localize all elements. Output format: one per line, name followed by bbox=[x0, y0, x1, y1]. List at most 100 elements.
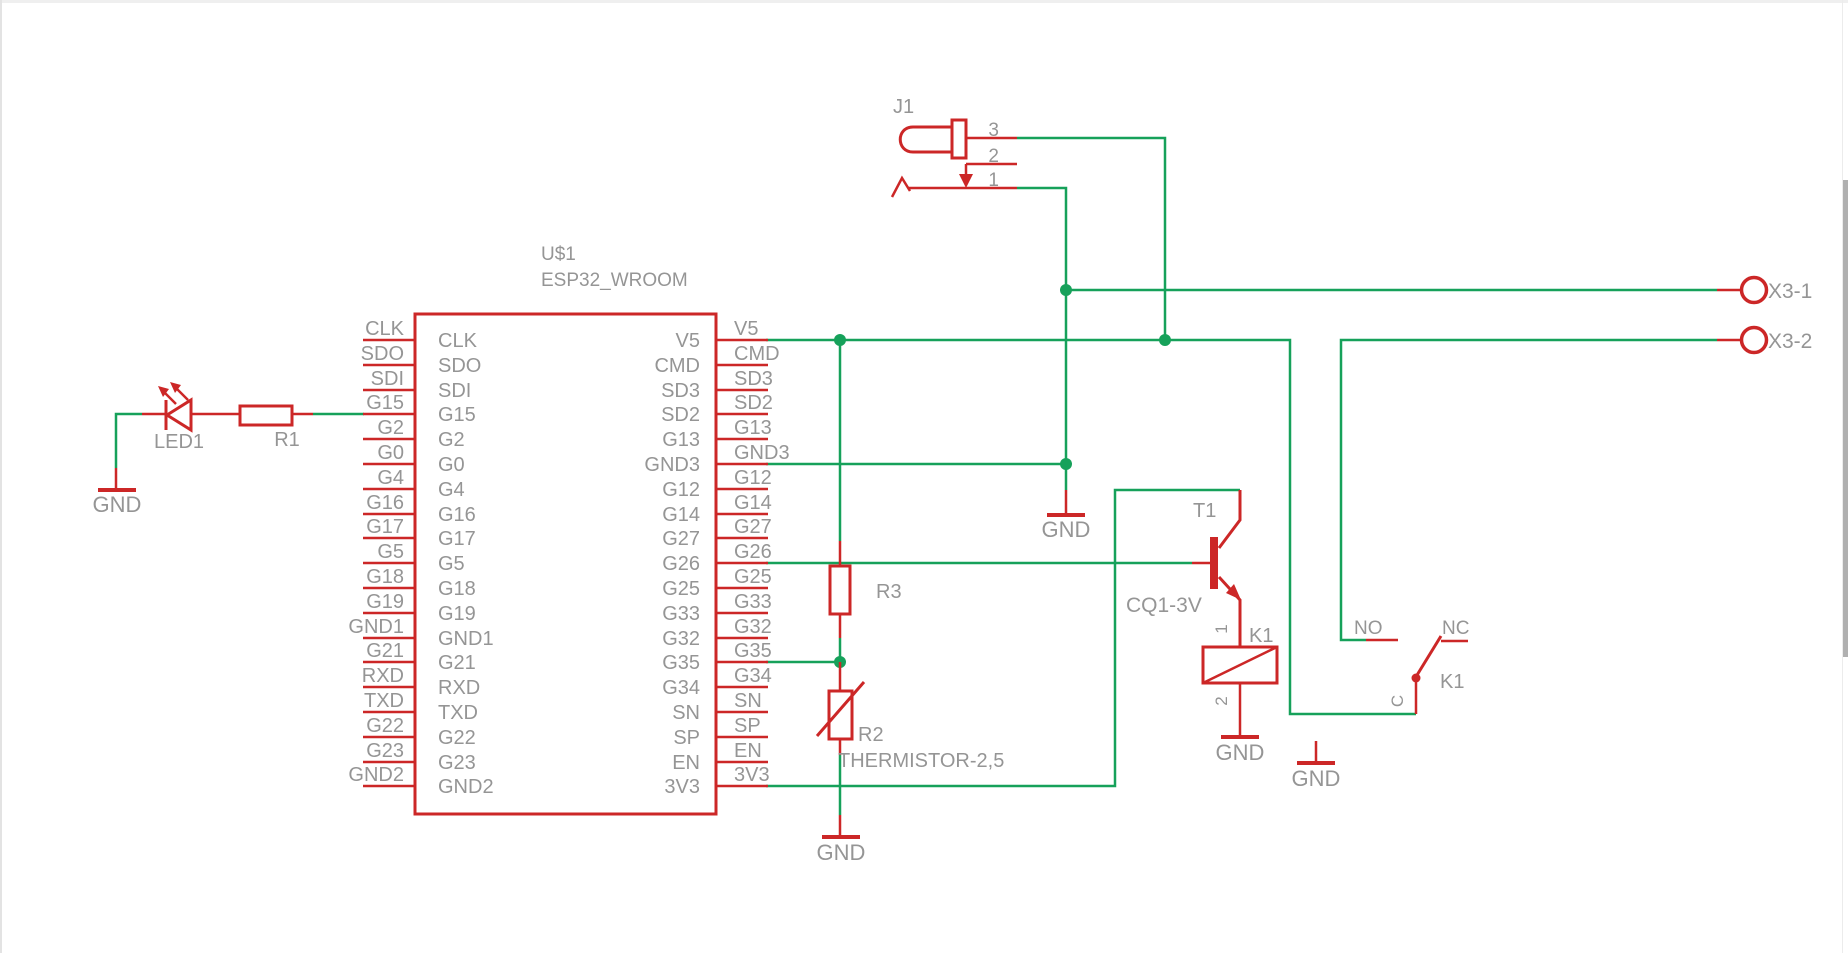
j1-spring-contact-icon bbox=[890, 175, 912, 198]
t1-collector bbox=[1217, 490, 1242, 549]
ic-body[interactable] bbox=[413, 312, 718, 816]
switch-lever bbox=[1412, 635, 1443, 681]
ic-pin-name-V5: V5 bbox=[676, 330, 700, 352]
j1-switch-arrow-icon bbox=[959, 174, 973, 188]
led1-symbol[interactable] bbox=[142, 382, 240, 433]
t1-base-bar bbox=[1210, 537, 1218, 589]
ic-pin-name-GND1: GND1 bbox=[438, 628, 494, 650]
ic-pin-name-G17: G17 bbox=[438, 528, 476, 550]
ic-pin-name-G5: G5 bbox=[438, 553, 465, 575]
ic-pin-name-G35: G35 bbox=[662, 652, 700, 674]
ic-pin-name-G15: G15 bbox=[438, 404, 476, 426]
vertical-scrollbar[interactable] bbox=[1842, 0, 1848, 953]
gnd-label-thermistor: GND bbox=[817, 840, 866, 865]
ic-ref-label: U$1 bbox=[541, 244, 576, 265]
r1-ref-label: R1 bbox=[274, 429, 300, 451]
ic-pin-label-G35: G35 bbox=[734, 640, 772, 662]
ic-pin-name-SP: SP bbox=[673, 727, 700, 749]
j1-pin2-label: 2 bbox=[988, 146, 999, 167]
j1-symbol[interactable] bbox=[890, 118, 1017, 198]
ic-pin-label-RXD: RXD bbox=[362, 665, 404, 687]
r2-diagonal-stroke-icon bbox=[815, 681, 866, 737]
jack-pin-block bbox=[950, 118, 968, 160]
ic-pin-label-G32: G32 bbox=[734, 616, 772, 638]
wire-j1pin3-to-v5[interactable] bbox=[1017, 136, 1167, 340]
ic-pin-label-V5: V5 bbox=[734, 318, 758, 340]
k1-contact-symbol[interactable] bbox=[1366, 635, 1468, 714]
led1-ref-label: LED1 bbox=[154, 431, 204, 453]
scrollbar-thumb[interactable] bbox=[1843, 180, 1848, 657]
ic-pin-label-G26: G26 bbox=[734, 541, 772, 563]
ic-pin-label-3V3: 3V3 bbox=[734, 764, 770, 786]
junction-v5-j1pin3 bbox=[1159, 334, 1171, 346]
x3-1-terminal[interactable] bbox=[1717, 275, 1769, 305]
x3-2-terminal[interactable] bbox=[1717, 325, 1769, 355]
led-triangle-icon bbox=[164, 397, 193, 433]
ic-pin-label-SD3: SD3 bbox=[734, 368, 773, 390]
k1-coil-symbol[interactable] bbox=[1201, 645, 1279, 736]
net-wires bbox=[114, 136, 1717, 815]
gnd-symbol-jack[interactable] bbox=[1047, 490, 1085, 517]
r2-ref-label: R2 bbox=[858, 724, 884, 746]
ic-pin-name-G22: G22 bbox=[438, 727, 476, 749]
switch-common-label: C bbox=[1388, 695, 1407, 707]
ic-pin-name-G25: G25 bbox=[662, 578, 700, 600]
ic-pin-label-SDO: SDO bbox=[361, 343, 404, 365]
r3-symbol[interactable] bbox=[828, 541, 852, 638]
ic-pin-label-G18: G18 bbox=[366, 566, 404, 588]
j1-ref-label: J1 bbox=[893, 96, 914, 118]
ic-pin-name-GND2: GND2 bbox=[438, 776, 494, 798]
ic-pin-name-G18: G18 bbox=[438, 578, 476, 600]
k1-coil-ref-label: K1 bbox=[1249, 625, 1273, 647]
ic-pin-name-CLK: CLK bbox=[438, 330, 478, 352]
gnd-symbol-contact[interactable] bbox=[1297, 741, 1335, 765]
x3-2-label: X3-2 bbox=[1768, 330, 1812, 353]
ic-pin-label-CLK: CLK bbox=[365, 318, 405, 340]
wire-v5-to-common[interactable] bbox=[766, 338, 1416, 716]
x3-1-pad-icon bbox=[1739, 275, 1769, 305]
gnd-symbol-led[interactable] bbox=[98, 468, 136, 492]
r1-body bbox=[238, 404, 294, 427]
junction-dots bbox=[834, 284, 1171, 668]
ic-pin-label-G25: G25 bbox=[734, 566, 772, 588]
ic-pin-name-G0: G0 bbox=[438, 454, 465, 476]
r1-symbol[interactable] bbox=[238, 404, 313, 427]
ic-pin-name-G12: G12 bbox=[662, 479, 700, 501]
k1-coil-pin1-label: 1 bbox=[1212, 624, 1231, 633]
ic-pin-label-G2: G2 bbox=[377, 417, 404, 439]
ic-pin-name-G26: G26 bbox=[662, 553, 700, 575]
wire-x3-2-to-no[interactable] bbox=[1339, 338, 1717, 642]
gnd-label-led: GND bbox=[93, 492, 142, 517]
ic-pin-label-SN: SN bbox=[734, 690, 762, 712]
ic-pin-label-G14: G14 bbox=[734, 492, 772, 514]
wire-led-to-gnd[interactable] bbox=[114, 412, 142, 468]
ic-pin-label-G15: G15 bbox=[366, 392, 404, 414]
ic-pin-name-G2: G2 bbox=[438, 429, 465, 451]
ic-pin-name-G14: G14 bbox=[662, 504, 700, 526]
ic-pin-label-SP: SP bbox=[734, 715, 761, 737]
gnd-symbol-thermistor[interactable] bbox=[822, 815, 860, 839]
wire-j1pin1-down[interactable] bbox=[1017, 186, 1068, 490]
x3-1-label: X3-1 bbox=[1768, 280, 1812, 303]
ic-pin-label-G16: G16 bbox=[366, 492, 404, 514]
wire-3v3-to-collector[interactable] bbox=[766, 488, 1240, 788]
ic-pin-label-SDI: SDI bbox=[371, 368, 404, 390]
ic-pin-name-G32: G32 bbox=[662, 628, 700, 650]
ic-value-label: ESP32_WROOM bbox=[541, 270, 688, 291]
canvas-top-border bbox=[0, 0, 1848, 3]
ic-pin-name-G16: G16 bbox=[438, 504, 476, 526]
ic-pin-label-G21: G21 bbox=[366, 640, 404, 662]
gnd-label-contact: GND bbox=[1292, 766, 1341, 791]
gnd-label-jack: GND bbox=[1042, 517, 1091, 542]
ic-pin-label-G34: G34 bbox=[734, 665, 772, 687]
jack-barrel-icon bbox=[898, 125, 952, 154]
ic-pin-name-3V3: 3V3 bbox=[664, 776, 700, 798]
r3-ref-label: R3 bbox=[876, 581, 902, 603]
ic-pin-name-SD3: SD3 bbox=[661, 380, 700, 402]
t1-symbol[interactable] bbox=[1192, 490, 1242, 647]
r2-thermistor-symbol[interactable] bbox=[815, 662, 866, 755]
canvas-left-border bbox=[0, 0, 2, 953]
ic-pin-label-EN: EN bbox=[734, 740, 762, 762]
t1-value-label: CQ1-3V bbox=[1126, 594, 1202, 617]
